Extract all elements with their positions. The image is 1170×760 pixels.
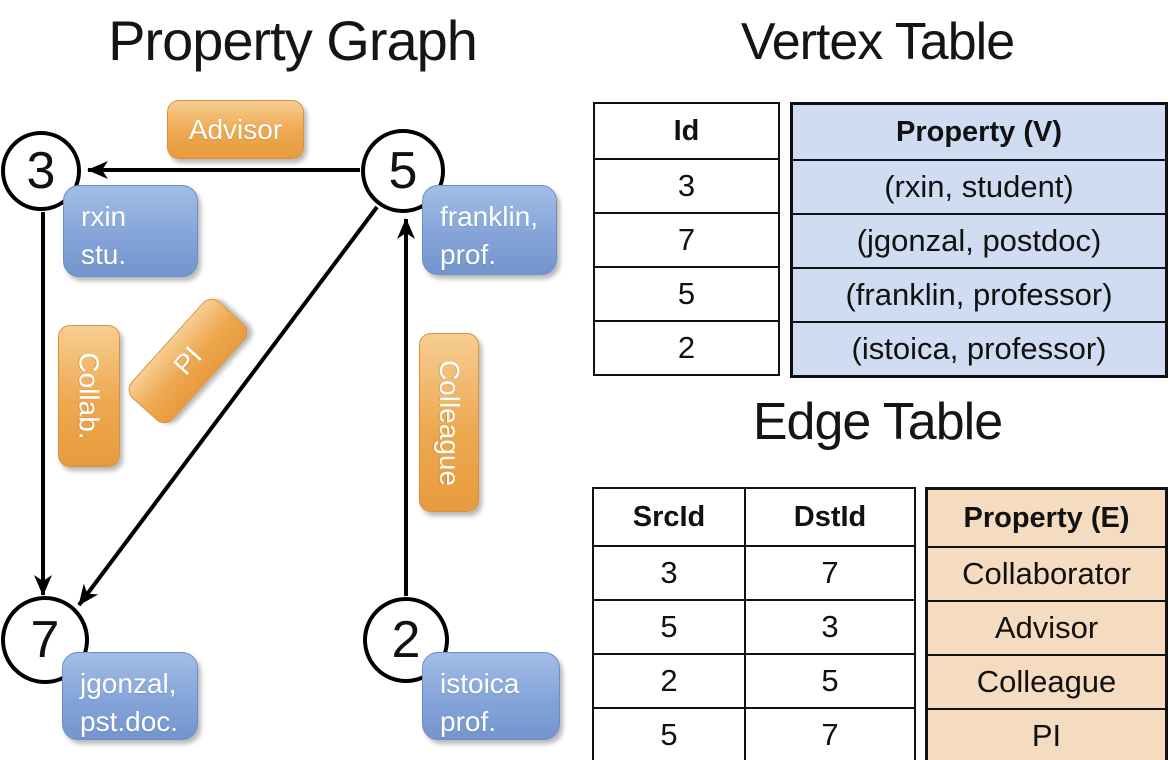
table-cell: 3 — [660, 555, 678, 590]
vertex-id: 7 — [30, 611, 60, 669]
edge-label-advisor: Advisor — [167, 100, 304, 159]
badge-line: stu. — [81, 238, 127, 270]
table-cell: 5 — [660, 609, 678, 644]
edge-label-text: Collab. — [74, 352, 106, 440]
edge-table-title: Edge Table — [752, 393, 1003, 451]
edge-label-text: Colleague — [434, 359, 466, 486]
column-header: Property (E) — [963, 501, 1130, 534]
edge-label-colleague: Colleague — [419, 333, 479, 512]
badge-line: prof. — [440, 705, 497, 737]
property-graph-title: Property Graph — [108, 9, 478, 72]
vertex-property-badge-3: rxin stu. — [63, 185, 198, 277]
table-cell: PI — [928, 708, 1165, 760]
badge-line: franklin, — [440, 201, 539, 232]
vertex-table-title: Vertex Table — [740, 13, 1015, 71]
property-graph-panel: Property Graph 3 5 7 2 Advisor — [1, 9, 560, 740]
column-header: DstId — [744, 489, 914, 545]
table-cell: Advisor — [928, 600, 1165, 654]
column-header: Id — [673, 114, 700, 147]
edge-label-text: PI — [167, 340, 209, 381]
table-header-row: SrcId DstId — [594, 489, 914, 545]
table-cell: 2 — [595, 320, 778, 374]
vertex-node-5: 5 — [361, 129, 445, 213]
table-row: 3 7 — [594, 545, 914, 599]
table-cell: Colleague — [928, 654, 1165, 708]
badge-line: rxin — [81, 201, 127, 232]
graph-edges — [34, 161, 415, 607]
table-cell: Collaborator — [928, 546, 1165, 600]
vertex-table-property-column: Property (V) (rxin, student) (jgonzal, p… — [790, 102, 1168, 378]
badge-line: prof. — [440, 238, 497, 270]
table-cell: 2 — [660, 663, 678, 698]
table-row: 2 5 — [594, 653, 914, 707]
table-cell: 3 — [595, 158, 778, 212]
vertex-table-id-column: Id 3 7 5 2 — [593, 102, 780, 376]
vertex-property-badge-2: istoica prof. — [422, 652, 560, 740]
vertex-property-badge-5: franklin, prof. — [422, 185, 557, 275]
edge-table-id-columns: SrcId DstId 3 7 5 3 2 5 5 7 — [592, 487, 916, 760]
column-header: Property (V) — [896, 115, 1062, 148]
column-header: SrcId — [632, 500, 706, 533]
table-cell: 5 — [744, 655, 914, 707]
vertex-id: 3 — [26, 142, 56, 200]
table-cell: (jgonzal, postdoc) — [793, 213, 1165, 267]
vertex-id: 5 — [388, 142, 418, 200]
badge-line: jgonzal, — [80, 668, 177, 699]
vertex-id: 2 — [391, 611, 421, 669]
table-row: 5 7 — [594, 707, 914, 760]
edge-label-text: Advisor — [188, 113, 283, 145]
table-cell: 5 — [660, 717, 678, 752]
table-cell: (rxin, student) — [793, 159, 1165, 213]
edge-pi-5-to-7 — [77, 205, 379, 607]
edge-table-property-column: Property (E) Collaborator Advisor Collea… — [925, 487, 1168, 760]
badge-line: pst.doc. — [80, 705, 179, 737]
table-cell: (franklin, professor) — [793, 267, 1165, 321]
table-cell: 7 — [744, 709, 914, 760]
table-cell: (istoica, professor) — [793, 321, 1165, 375]
table-cell: 5 — [595, 266, 778, 320]
table-cell: 7 — [595, 212, 778, 266]
vertex-node-2: 2 — [363, 597, 449, 683]
badge-line: istoica — [440, 668, 520, 699]
table-cell: 3 — [744, 601, 914, 653]
vertex-property-badge-7: jgonzal, pst.doc. — [62, 652, 198, 740]
table-row: 5 3 — [594, 599, 914, 653]
table-cell: 7 — [744, 547, 914, 599]
edge-label-collab: Collab. — [58, 325, 120, 467]
